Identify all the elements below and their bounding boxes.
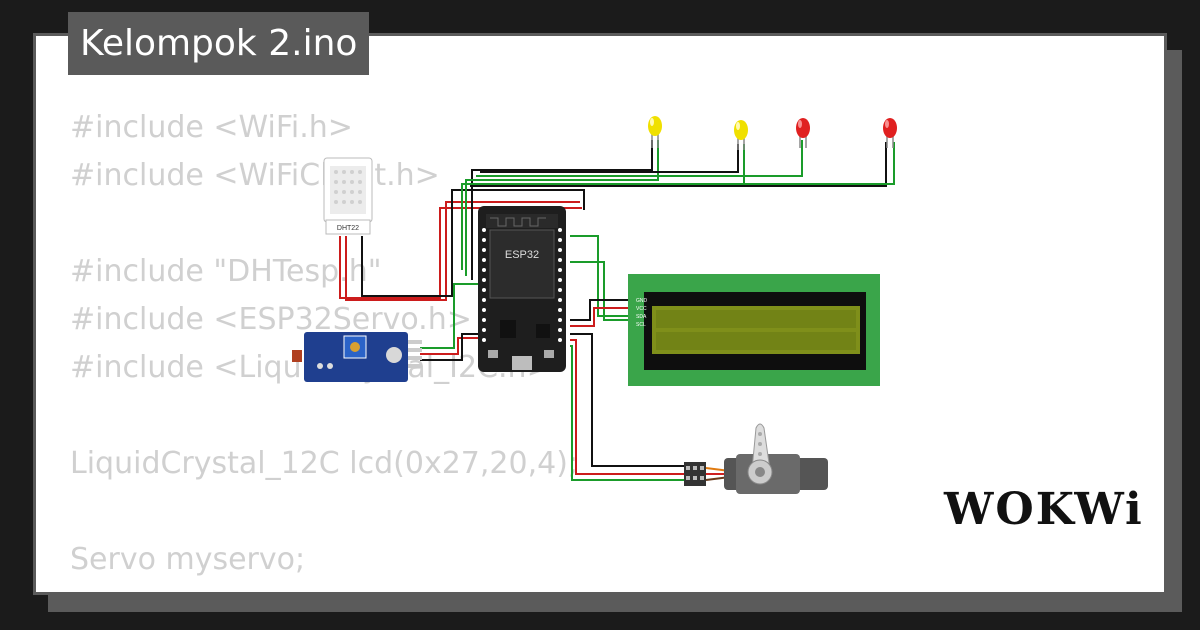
led-red-2[interactable]: [883, 118, 897, 148]
led-yellow-1[interactable]: [648, 116, 662, 148]
lcd-pin-label: GND: [636, 298, 648, 304]
servo-motor[interactable]: [684, 423, 828, 494]
wire-black: [361, 189, 585, 297]
wires: [339, 140, 895, 481]
wire-black: [420, 333, 486, 361]
code-line: #include "DHTesp.h": [70, 254, 382, 289]
wire-black: [480, 144, 739, 173]
wire-red: [345, 201, 580, 301]
dht22-sensor[interactable]: DHT22: [323, 157, 373, 235]
project-title[interactable]: Kelompok 2.ino: [68, 12, 370, 75]
wire-green: [570, 261, 632, 321]
wire-green: [470, 142, 895, 185]
code-line: Servo myservo;: [70, 542, 306, 577]
wire-red: [570, 339, 686, 475]
wire-green: [570, 235, 632, 317]
wire-black: [570, 333, 686, 467]
wire-green: [570, 345, 686, 481]
preview-card: #include <WiFi.h> #include <WiFiClient.h…: [33, 33, 1167, 595]
dht22-label: DHT22: [337, 225, 359, 232]
lcd-display[interactable]: GND VCC SDA SCL: [628, 274, 880, 386]
code-line: #include <ESP32Servo.h>: [70, 302, 472, 337]
led-red-1[interactable]: [796, 118, 810, 148]
esp32-board[interactable]: ESP32: [478, 206, 566, 372]
wokwi-logo: WOKWi: [944, 484, 1144, 535]
wire-green: [476, 140, 803, 177]
code-line: int pos = 0;: [70, 584, 578, 592]
led-yellow-2[interactable]: [734, 120, 748, 150]
wire-black: [570, 299, 632, 321]
code-line: #include <WiFi.h>: [70, 110, 353, 145]
esp32-label: ESP32: [505, 249, 539, 261]
wire-green: [420, 283, 486, 349]
light-sensor-module[interactable]: [292, 332, 422, 382]
wire-black: [471, 140, 653, 280]
lcd-pin-label: SDA: [636, 314, 647, 320]
wire-red: [420, 337, 486, 355]
wire-red: [570, 307, 632, 327]
wire-green: [465, 140, 659, 276]
lcd-pin-label: SCL: [636, 322, 646, 328]
lcd-pin-label: VCC: [636, 306, 647, 312]
code-line: LiquidCrystal_12C lcd(0x27,20,4);: [70, 446, 579, 481]
wire-black: [470, 142, 887, 187]
